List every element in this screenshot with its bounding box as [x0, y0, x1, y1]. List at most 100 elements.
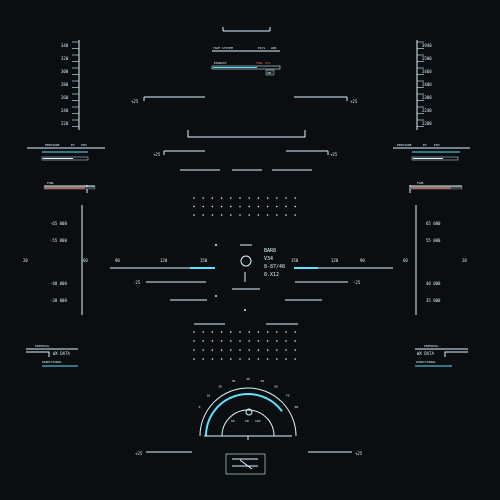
bracket-mid-left: +25	[153, 152, 161, 157]
top-status-mid: EX/S	[258, 46, 265, 50]
horizon-left-tick: 60	[83, 258, 88, 263]
top-bar-label-right: FUEL SYS	[256, 61, 271, 65]
matrix-dot	[193, 205, 195, 208]
horizon-right-tick: 120	[331, 258, 339, 263]
pressure-right-label: PRESSURE	[397, 143, 412, 147]
altitude-left-value: -55 000	[50, 238, 67, 243]
matrix-dot	[257, 349, 260, 351]
left-scale-tick: 240	[61, 108, 69, 113]
right-scale-tick: 2300	[422, 95, 432, 100]
altitude-right: 65 000 55 000 40 000 35 000	[415, 205, 441, 315]
matrix-dot	[230, 214, 232, 216]
matrix-dot	[257, 358, 260, 360]
matrix-dot	[294, 197, 297, 199]
pressure-right-mid: EX	[423, 143, 427, 147]
matrix-dot	[230, 358, 232, 360]
wx-left-sub: INTERVAL	[35, 344, 50, 348]
right-scale-tick: 2240	[422, 108, 432, 113]
horizon-right-tick: 20	[462, 258, 467, 263]
bracket-upper-left: +25	[131, 99, 139, 104]
matrix-dot	[220, 197, 223, 199]
horizon-left-tick: 150	[200, 258, 208, 263]
matrix-dot	[248, 340, 250, 342]
altitude-left: -65 000 -55 000 -40 000 -30 000	[50, 205, 83, 315]
pressure-left-right: EXH	[81, 143, 87, 147]
gauge-label: 40	[246, 377, 250, 381]
matrix-dot	[294, 358, 297, 360]
matrix-dot	[266, 358, 269, 360]
matrix-dot	[248, 197, 250, 199]
readout-line: BAR8	[264, 248, 276, 254]
matrix-dot	[230, 331, 232, 333]
matrix-dot	[294, 331, 297, 333]
matrix-dot	[202, 358, 204, 360]
left-mini-bar: FUEL	[43, 181, 96, 190]
center-readout: BAR8 V34 8-87/48 8.X12	[264, 248, 285, 278]
matrix-dot	[239, 349, 241, 351]
matrix-dot	[266, 331, 269, 333]
matrix-dot	[294, 349, 297, 351]
bracket-upper-right: +25	[350, 99, 358, 104]
horizon-left-tick: 120	[160, 258, 168, 263]
readout-line: V34	[264, 256, 273, 262]
matrix-dot	[276, 197, 278, 199]
matrix-dot	[202, 214, 204, 216]
svg-text:FUEL: FUEL	[417, 181, 424, 185]
matrix-dot	[257, 197, 260, 199]
horizon-left-tick: 90	[115, 258, 120, 263]
matrix-dot	[202, 340, 204, 342]
pressure-right: PRESSURE EX EXH	[393, 143, 470, 161]
matrix-dot	[230, 197, 232, 199]
top-badge[interactable]	[265, 69, 275, 76]
matrix-dot	[294, 340, 297, 342]
gauge-fill-arc	[205, 393, 283, 437]
matrix-dot	[276, 358, 278, 360]
matrix-dot	[266, 349, 269, 351]
right-mini-bar: FUEL	[409, 181, 463, 190]
right-scale-tick: 2400	[422, 82, 432, 87]
bottom-mini-display[interactable]	[225, 453, 266, 475]
matrix-dot	[202, 197, 204, 199]
matrix-dot	[276, 205, 278, 208]
matrix-dot	[202, 349, 204, 351]
matrix-dot	[276, 331, 278, 333]
matrix-dot	[276, 214, 278, 216]
matrix-dot	[230, 340, 232, 342]
pressure-left: PRESSURE EX EXH	[27, 143, 105, 161]
matrix-dot	[211, 197, 214, 199]
matrix-dot	[248, 205, 250, 208]
gauge-label: 50	[261, 379, 265, 383]
matrix-dot	[257, 205, 260, 208]
altitude-right-value: 65 000	[426, 221, 441, 226]
right-scale-tick: 2500	[422, 56, 432, 61]
matrix-dot	[285, 197, 287, 199]
top-status-right: ANS	[271, 46, 277, 50]
top-fuel-bar	[211, 65, 281, 70]
top-status-left: TANT SYSTEM	[213, 46, 233, 50]
matrix-dot	[248, 358, 250, 360]
center-reticle	[215, 244, 260, 311]
left-scale-tick: 280	[61, 82, 69, 87]
left-scale-tick: 320	[61, 56, 69, 61]
horizon-right-tick: 90	[360, 258, 365, 263]
matrix-dot	[230, 205, 232, 208]
matrix-dot	[211, 331, 214, 333]
pressure-left-mid: EX	[71, 143, 75, 147]
bracket-mid-right: +25	[330, 152, 338, 157]
matrix-dot	[193, 340, 195, 342]
upper-bracket-row: +25 +25 +25 +25	[131, 96, 358, 171]
wx-left-info: DIRECTIONAL	[42, 360, 62, 364]
altitude-right-value: 55 000	[426, 238, 441, 243]
left-scale-tick: 340	[61, 43, 69, 48]
right-scale-tick: 2460	[422, 69, 432, 74]
horizon-left: 20 60 90 120 150	[23, 258, 215, 269]
top-header: TANT SYSTEM EX/S ANS EXHAUST FUEL SYS ON	[211, 27, 281, 76]
left-scale-tick: 220	[61, 121, 69, 126]
matrix-dot	[220, 349, 223, 351]
svg-text:FUEL: FUEL	[47, 181, 54, 185]
matrix-dot	[266, 205, 269, 208]
left-scale-tick: 260	[61, 95, 69, 100]
altitude-right-value: 40 000	[426, 281, 441, 286]
matrix-dot	[239, 214, 241, 216]
